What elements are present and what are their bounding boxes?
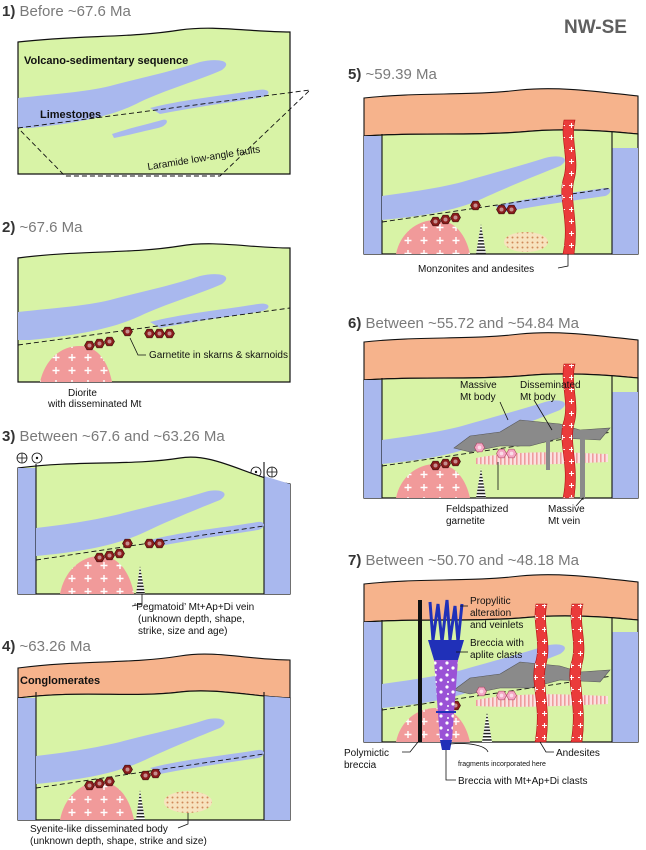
panel-2: 2) ~67.6 Ma Garnetite in skarns & skarno… <box>2 219 291 410</box>
breccia-pipe <box>434 660 458 740</box>
volcano-label: Volcano-sedimentary sequence <box>24 55 188 67</box>
panel-1: 1) Before ~67.6 Ma Volcano-sedimentary s… <box>2 3 312 177</box>
poly-label-2: breccia <box>344 760 377 771</box>
fragments-label: fragments incorporated here <box>458 761 546 768</box>
limestone-lens <box>150 521 264 546</box>
massive-mt-vein <box>580 430 585 498</box>
limestone-layer <box>18 274 227 340</box>
fault-line <box>17 307 291 346</box>
panel-4: 4) ~63.26 Ma Syenite-like disseminated b… <box>2 638 291 847</box>
monzonite-dike <box>561 119 577 255</box>
poly-label-1: Polymictic <box>344 748 389 759</box>
diorite-body <box>40 346 112 382</box>
vein-label-1: Massive <box>548 504 585 515</box>
pegmatoid-vein <box>136 566 145 594</box>
conglomerates-label: Conglomerates <box>20 675 100 687</box>
fault-plane <box>17 89 312 177</box>
garnetite-label: Garnetite in skarns & skarnoids <box>149 350 288 361</box>
andesites-label: Andesites <box>556 748 600 759</box>
panel-5: 5) ~59.39 Ma Monzonites and andesites <box>348 66 639 275</box>
panel-title: 5) ~59.39 Ma <box>348 66 437 83</box>
panel-7: 7) Between ~50.70 and ~48.18 Ma <box>344 552 639 787</box>
dissem-label-1: Disseminated <box>520 380 581 391</box>
syenite-body <box>164 791 212 813</box>
diorite-label: Diorite <box>68 388 97 399</box>
monzonites-label: Monzonites and andesites <box>418 264 534 275</box>
breccia-boundary <box>418 600 422 742</box>
right-block <box>264 476 290 594</box>
dissem-label-2: Mt body <box>520 392 556 403</box>
limestone-lens <box>112 119 167 138</box>
prop-label-1: Propylitic <box>470 596 511 607</box>
massive-label-1: Massive <box>460 380 497 391</box>
diorite-body <box>60 556 134 594</box>
fault-motion-symbols <box>16 452 278 478</box>
limestone-lens <box>150 89 269 114</box>
feld-label-2: garnetite <box>446 516 485 527</box>
left-block <box>18 468 36 594</box>
prop-label-3: and veinlets <box>470 620 523 631</box>
vein-label-2: (unknown depth, shape, <box>138 614 245 625</box>
mt-clasts-label: Breccia with Mt+Ap+Di clasts <box>458 776 588 787</box>
panel-3: 3) Between ~67.6 and ~63.26 Ma ‘Pegmatoi… <box>2 428 291 637</box>
panel-title: 4) ~63.26 Ma <box>2 638 91 655</box>
diorite-sub-label: with disseminated Mt <box>47 399 142 410</box>
aplite-label-1: Breccia with <box>470 638 524 649</box>
massive-label-2: Mt body <box>460 392 496 403</box>
panel-6: 6) Between ~55.72 and ~54.84 Ma Massive … <box>348 315 639 527</box>
orientation-label: NW-SE <box>564 17 627 38</box>
syenite-label-1: Syenite-like disseminated body <box>30 824 168 835</box>
panel-title: 2) ~67.6 Ma <box>2 219 83 236</box>
limestone-layer <box>36 490 225 556</box>
vein-label-3: strike, size and age) <box>138 626 228 637</box>
aplite-label-2: aplite clasts <box>470 650 522 661</box>
prop-label-2: alteration <box>470 608 511 619</box>
panel-title: 1) Before ~67.6 Ma <box>2 3 131 20</box>
panel-title: 7) Between ~50.70 and ~48.18 Ma <box>348 552 580 569</box>
panel-title: 3) Between ~67.6 and ~63.26 Ma <box>2 428 225 445</box>
limestone-lens <box>150 303 269 328</box>
limestone-layer <box>18 60 227 128</box>
panel-title: 6) Between ~55.72 and ~54.84 Ma <box>348 315 580 332</box>
syenite-label-2: (unknown depth, shape, strike and size) <box>30 836 207 847</box>
feld-label-1: Feldspathized <box>446 504 508 515</box>
propylitic-alteration <box>428 599 464 660</box>
vein-label-2: Mt vein <box>548 516 580 527</box>
vein-label-1: ‘Pegmatoid’ Mt+Ap+Di vein <box>134 602 254 613</box>
limestones-label: Limestones <box>40 109 101 121</box>
